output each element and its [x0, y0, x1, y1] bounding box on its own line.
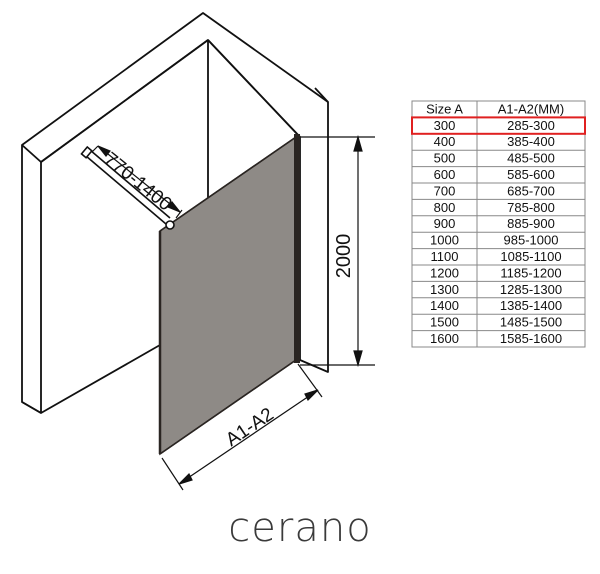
size-table-cell-range: 1185-1200 — [500, 265, 561, 280]
glass-bottom-edge — [159, 359, 297, 455]
size-table-cell-range: 285-300 — [507, 118, 555, 133]
size-table-cell-size: 800 — [434, 200, 456, 215]
left-wall-thickness-top — [21, 144, 42, 163]
dimension-arm-range-tick — [91, 145, 99, 153]
arrowhead-icon — [353, 134, 363, 152]
size-table-header-size: Size A — [426, 101, 463, 116]
stabilizer-bar-clamp — [165, 220, 175, 230]
size-table-cell-size: 900 — [434, 216, 456, 231]
arrowhead-icon — [167, 201, 181, 213]
dimension-width-line — [178, 389, 319, 485]
size-table-cell-range: 585-600 — [507, 167, 555, 182]
left-wall-bottom-edge — [21, 401, 42, 414]
dimension-width-ext-right — [297, 363, 323, 398]
glass-panel-group — [158, 134, 300, 456]
size-table-cell-size: 1400 — [430, 298, 459, 313]
stabilizer-bar-wall-mount — [80, 145, 93, 159]
back-wall-inner-right-top — [207, 39, 301, 138]
size-table-cell-range: 1085-1100 — [500, 249, 561, 264]
stabilizer-bar-bottom — [85, 155, 167, 225]
size-table: Size A A1-A2(MM) 300 285-300 400 385-400 500 48… — [411, 100, 586, 348]
back-wall-inner-top — [40, 39, 209, 163]
size-table-cell-range: 1585-1600 — [500, 331, 562, 346]
size-table-cell-size: 500 — [434, 151, 456, 166]
size-table-header-range: A1-A2(MM) — [498, 101, 564, 116]
glass-top-edge — [159, 136, 297, 232]
size-table-cell-size: 1000 — [430, 233, 459, 248]
arrowhead-icon — [353, 350, 363, 368]
size-table-highlight — [411, 116, 586, 135]
dimension-arm-range-tick — [175, 209, 183, 219]
size-table-cell-size: 1300 — [430, 282, 459, 297]
size-table-cell-range: 1385-1400 — [500, 298, 562, 313]
size-table-cell-range: 385-400 — [507, 134, 555, 149]
size-table-cell-range: 485-500 — [507, 151, 555, 166]
dimension-height — [300, 134, 375, 368]
size-table-cell-size: 1600 — [430, 331, 459, 346]
size-table-cell-range: 885-900 — [507, 216, 555, 231]
arrowhead-icon — [97, 145, 111, 157]
dimension-arm-range-line — [97, 145, 181, 213]
right-wall-thickness-top — [314, 87, 329, 103]
size-table-cell-size: 1500 — [430, 315, 459, 330]
size-table-cell-range: 1285-1300 — [500, 282, 562, 297]
brand-logo: cerano — [228, 505, 372, 551]
size-table-cell-size: 400 — [434, 134, 456, 149]
size-table-cell-size: 1100 — [431, 249, 459, 264]
dimension-arm-range-label: 770-1400 — [100, 149, 176, 216]
dimension-height-label: 2000 — [333, 234, 355, 279]
size-table-frame — [411, 100, 586, 348]
size-table-cell-size: 300 — [434, 118, 456, 133]
dimension-arm-range — [91, 145, 183, 219]
dimension-width — [161, 363, 323, 491]
arrowhead-icon — [178, 472, 193, 485]
size-table-cell-size: 600 — [434, 167, 456, 182]
stabilizer-bar-top — [89, 149, 171, 219]
dimension-width-ext-left — [161, 457, 184, 491]
stabilizer-bar — [80, 145, 175, 230]
dimension-width-label: A1-A2 — [222, 404, 278, 451]
size-table-cell-range: 985-1000 — [504, 233, 559, 248]
size-table-cell-range: 785-800 — [507, 200, 555, 215]
size-table-cell-size: 1200 — [430, 265, 459, 280]
size-table-cell-range: 1485-1500 — [500, 315, 562, 330]
size-table-cell-size: 700 — [434, 183, 456, 198]
wall-profile — [294, 134, 300, 363]
floor-edge-left — [40, 344, 161, 414]
arrowhead-icon — [304, 389, 319, 402]
size-table-cell-range: 685-700 — [507, 183, 555, 198]
